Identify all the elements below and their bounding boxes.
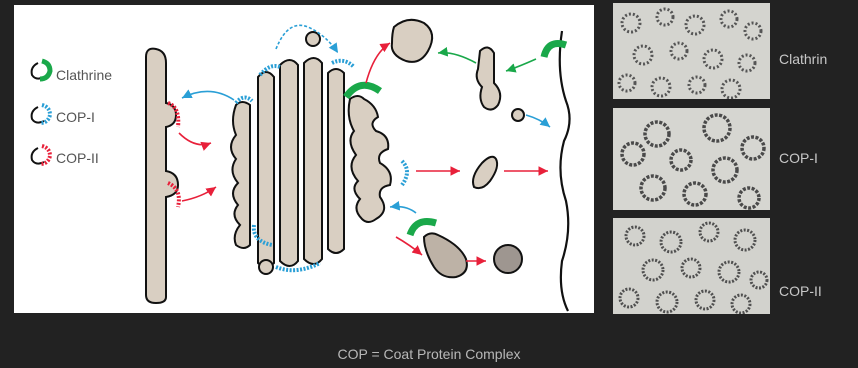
caption: COP = Coat Protein Complex xyxy=(0,346,858,362)
dense-granule xyxy=(494,245,522,273)
legend-item-cop1: COP-I xyxy=(32,105,95,125)
secretory-vesicle xyxy=(473,157,497,188)
em-label-clathrin: Clathrin xyxy=(779,51,827,67)
arrow-golgi-to-er xyxy=(182,91,234,100)
em-image-cop2 xyxy=(613,218,770,314)
em-label-cop2: COP-II xyxy=(779,283,822,299)
pm-clathrin-coat xyxy=(544,44,566,58)
em-label-cop1: COP-I xyxy=(779,150,818,166)
arrow-er-to-golgi-lower xyxy=(182,187,216,201)
legend-item-cop2: COP-II xyxy=(32,146,99,166)
arrow-vesicle-to-pm xyxy=(526,115,550,127)
arrow-endosome-to-lysosome xyxy=(438,53,476,63)
legend-item-clathrine: Clathrine xyxy=(32,61,113,83)
diagram-svg: Clathrine COP-I COP-II xyxy=(14,5,594,313)
vesicle-right xyxy=(512,109,524,121)
plasma-membrane xyxy=(560,31,570,311)
em-image-cop1 xyxy=(613,108,770,210)
legend-label-cop2: COP-II xyxy=(56,150,99,166)
endosome xyxy=(477,47,501,109)
clathrin-coat-icon xyxy=(32,63,44,79)
arrow-er-to-golgi-upper xyxy=(179,133,211,145)
endoplasmic-reticulum xyxy=(146,49,178,303)
cop1-coat-icon xyxy=(32,107,44,123)
arrow-pm-to-endosome xyxy=(506,59,536,71)
legend: Clathrine COP-I COP-II xyxy=(32,61,113,166)
arrow-budding-to-golgi xyxy=(390,207,416,213)
cop2-coat-icon xyxy=(32,148,44,164)
em-image-clathrin xyxy=(613,3,770,99)
arrow-golgi-to-budding xyxy=(396,237,422,255)
legend-label-clathrine: Clathrine xyxy=(56,67,112,83)
vesicle-transport-diagram: Clathrine COP-I COP-II xyxy=(14,5,594,313)
budding-vesicle xyxy=(424,233,467,277)
golgi-cop1-coat-top-right xyxy=(332,61,354,67)
golgi-cop1-coat-right xyxy=(402,161,407,185)
em-panel-cop2 xyxy=(613,218,770,314)
legend-label-cop1: COP-I xyxy=(56,109,95,125)
lysosome xyxy=(392,20,432,62)
em-panel-clathrin xyxy=(613,3,770,99)
em-panel-cop1 xyxy=(613,108,770,210)
golgi-clathrin-coat xyxy=(346,85,380,97)
vesicle-top xyxy=(306,32,320,46)
arrow-golgi-to-lysosome xyxy=(366,43,390,83)
vesicle-bottom-left xyxy=(259,260,273,274)
